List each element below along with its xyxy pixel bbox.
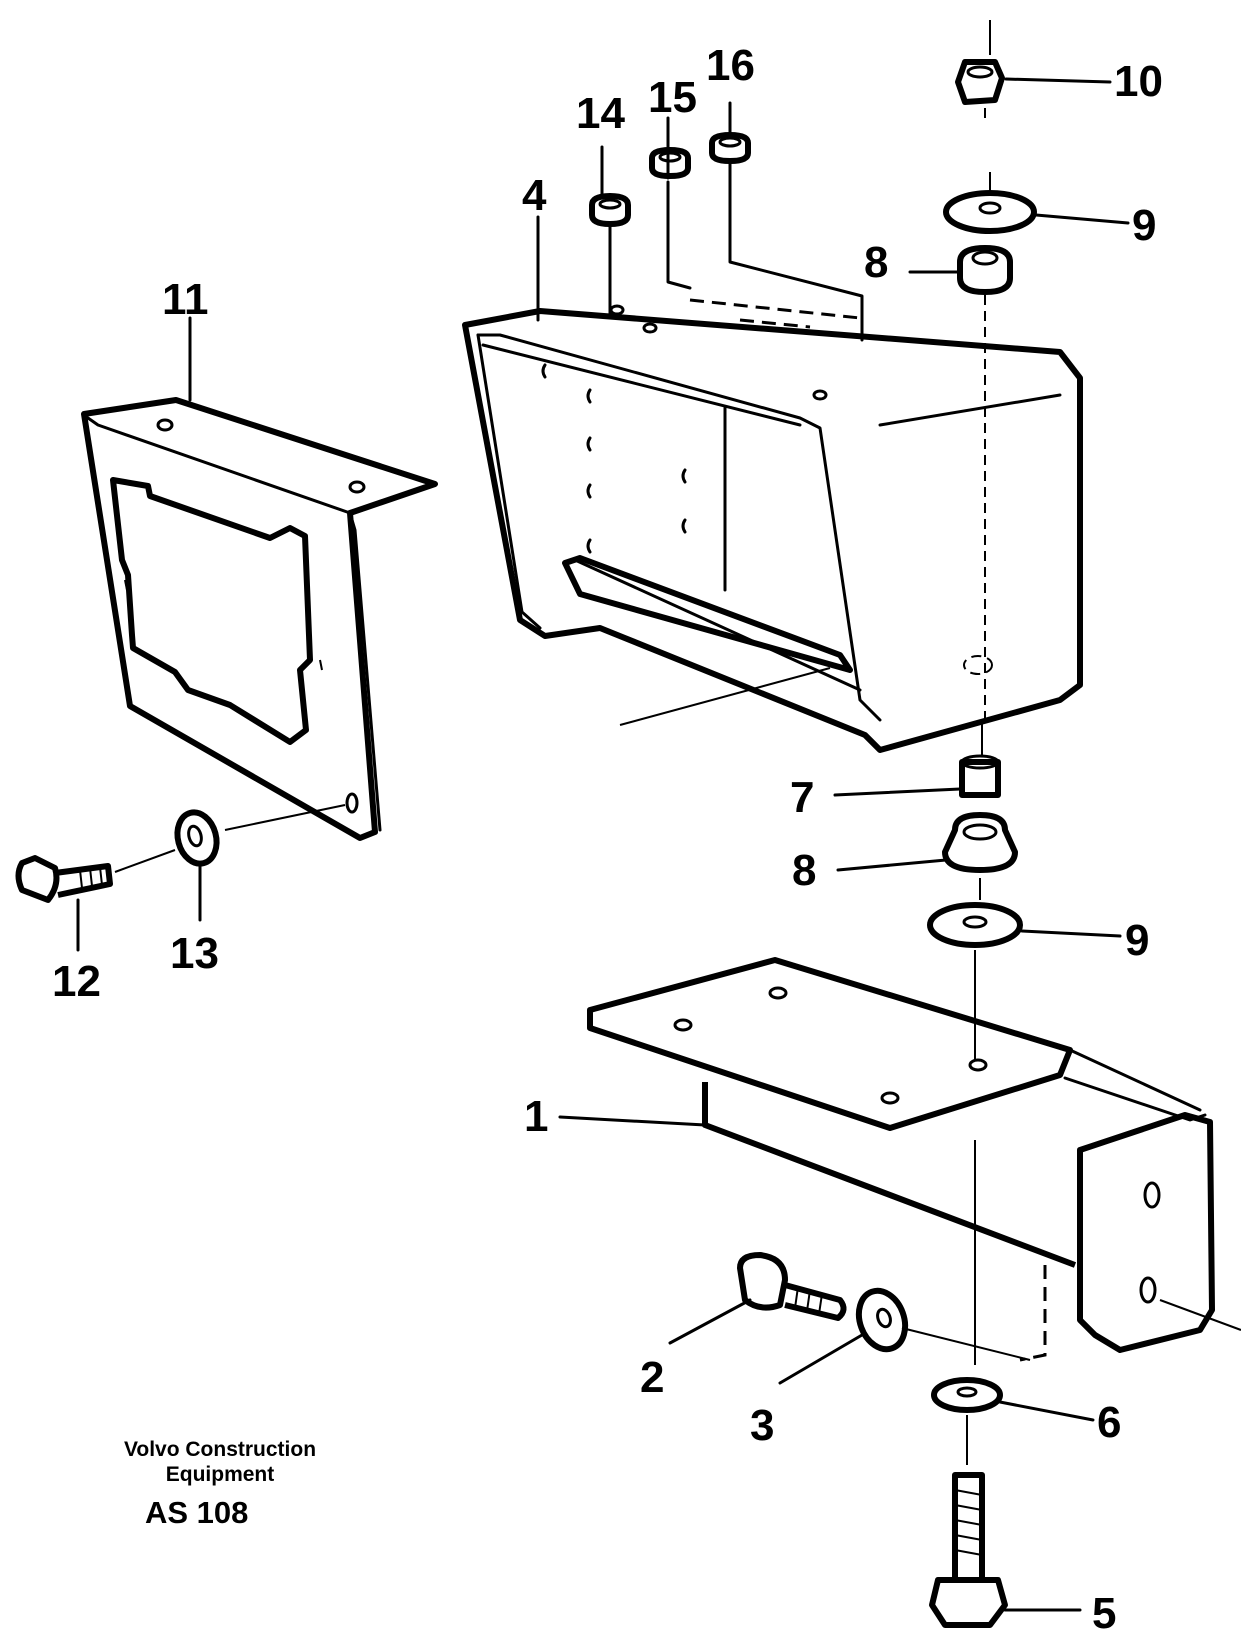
callout-8-lower: 8	[792, 846, 816, 895]
grommet-part-16	[709, 132, 751, 164]
brand-name-line-2: Equipment	[165, 1463, 275, 1486]
callout-8-upper: 8	[864, 238, 888, 287]
brand-name-line-1: Volvo Construction	[123, 1438, 317, 1461]
grommet-part-15	[649, 147, 691, 179]
leader-lines	[76, 77, 1130, 1612]
callout-15: 15	[648, 73, 697, 122]
callout-1: 1	[524, 1092, 548, 1141]
washer-part-13	[114, 804, 346, 873]
washer-part-9-lower	[927, 902, 1023, 1365]
callout-7: 7	[790, 773, 814, 822]
bolt-part-2	[737, 1252, 847, 1321]
washer-part-3	[855, 1287, 909, 1353]
callout-12: 12	[52, 957, 101, 1006]
document-code: AS 108	[145, 1495, 249, 1530]
callout-5: 5	[1092, 1589, 1116, 1638]
base-bracket-part-1	[587, 957, 1241, 1362]
bracket-plate-part-11	[81, 397, 438, 841]
callout-6: 6	[1097, 1398, 1121, 1447]
washer-part-9-upper	[943, 172, 1037, 234]
box-housing-part-4	[462, 298, 1083, 753]
callout-14: 14	[576, 89, 625, 138]
callout-13: 13	[170, 929, 219, 978]
callout-16: 16	[706, 41, 755, 90]
bolt-part-5	[929, 1472, 1008, 1628]
washer-part-6	[931, 1377, 1003, 1465]
callout-2: 2	[640, 1353, 664, 1402]
grommet-part-8-lower	[942, 812, 1018, 900]
grommet-part-8-upper	[957, 245, 1013, 720]
callout-4: 4	[522, 171, 547, 220]
callout-3: 3	[750, 1401, 774, 1450]
callout-9-lower: 9	[1125, 916, 1149, 965]
callout-10: 10	[1114, 57, 1163, 106]
nut-part-10	[955, 20, 1005, 118]
bolt-part-12	[15, 855, 113, 903]
callout-9-upper: 9	[1132, 201, 1156, 250]
grommet-part-14	[589, 193, 631, 227]
spacer-part-7	[959, 722, 1001, 798]
callout-11: 11	[162, 275, 209, 324]
